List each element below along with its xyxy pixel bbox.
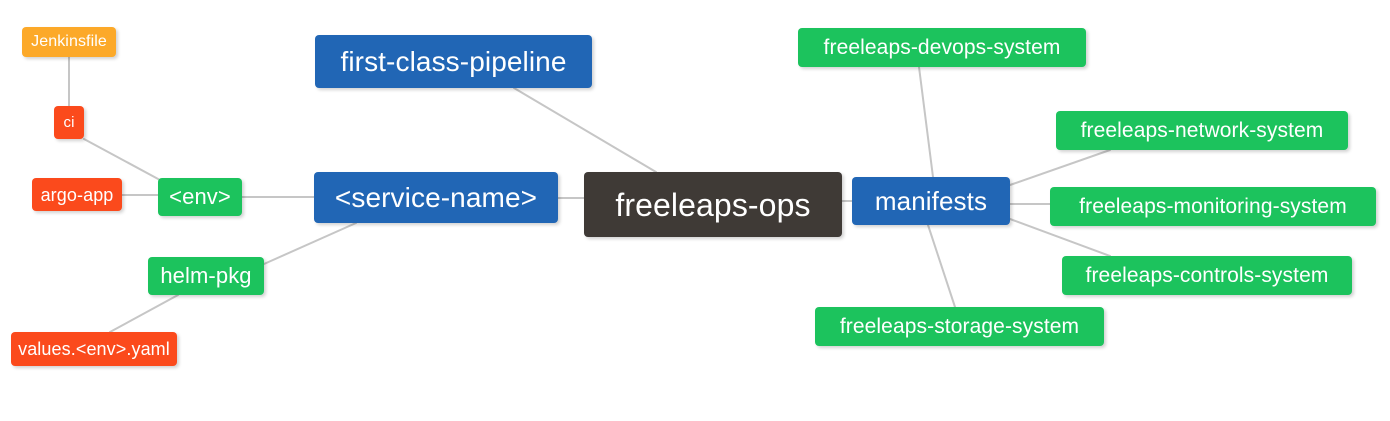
- node-freeleaps-network-system[interactable]: freeleaps-network-system: [1056, 111, 1348, 150]
- edge-env-ci: [83, 138, 161, 181]
- node-label: freeleaps-ops: [615, 186, 811, 223]
- edge-manifests-storage: [927, 224, 956, 308]
- node-label: freeleaps-monitoring-system: [1079, 195, 1347, 218]
- node-label: manifests: [874, 186, 988, 216]
- node-label: values.<env>.yaml: [18, 339, 170, 359]
- node-manifests[interactable]: manifests: [852, 177, 1010, 225]
- node-label: freeleaps-storage-system: [839, 315, 1080, 338]
- edge-helm-values: [109, 294, 179, 333]
- node-label: first-class-pipeline: [340, 45, 567, 77]
- node-env[interactable]: <env>: [158, 178, 242, 216]
- edge-service-helm: [263, 222, 357, 265]
- node-label: <env>: [169, 184, 231, 209]
- node-freeleaps-devops-system[interactable]: freeleaps-devops-system: [798, 28, 1086, 67]
- node-label: argo-app: [40, 184, 114, 205]
- node-values-env-yaml[interactable]: values.<env>.yaml: [11, 332, 177, 366]
- node-argo-app[interactable]: argo-app: [32, 178, 122, 211]
- edge-manifests-devops: [918, 66, 934, 178]
- node-label: ci: [63, 114, 75, 131]
- node-freeleaps-controls-system[interactable]: freeleaps-controls-system: [1062, 256, 1352, 295]
- node-label: Jenkinsfile: [31, 33, 107, 50]
- node-service-name[interactable]: <service-name>: [314, 172, 558, 223]
- node-jenkinsfile[interactable]: Jenkinsfile: [22, 27, 116, 57]
- node-label: freeleaps-devops-system: [823, 36, 1061, 59]
- node-helm-pkg[interactable]: helm-pkg: [148, 257, 264, 295]
- node-label: freeleaps-network-system: [1080, 119, 1324, 142]
- node-ci[interactable]: ci: [54, 106, 84, 139]
- node-label: <service-name>: [334, 181, 538, 213]
- node-freeleaps-ops[interactable]: freeleaps-ops: [584, 172, 842, 237]
- node-first-class-pipeline[interactable]: first-class-pipeline: [315, 35, 592, 88]
- node-label: helm-pkg: [160, 263, 252, 288]
- node-freeleaps-storage-system[interactable]: freeleaps-storage-system: [815, 307, 1104, 346]
- node-label: freeleaps-controls-system: [1085, 264, 1329, 287]
- edge-manifests-network: [1009, 149, 1111, 186]
- node-freeleaps-monitoring-system[interactable]: freeleaps-monitoring-system: [1050, 187, 1376, 226]
- edge-ops-pipeline: [513, 87, 657, 173]
